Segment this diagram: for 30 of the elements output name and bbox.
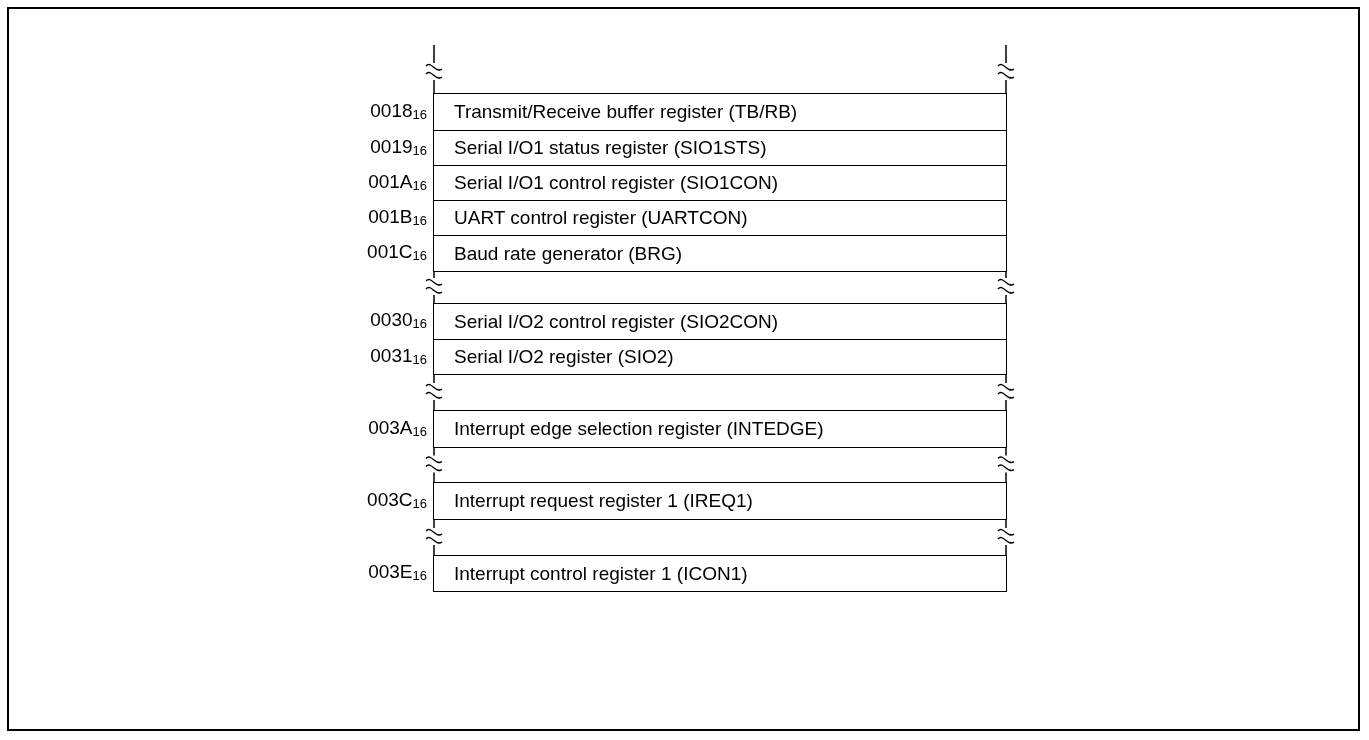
address-label: 003A$_{16}$: [368, 416, 427, 439]
register-row: [433, 555, 1007, 592]
register-name: Baud rate generator (BRG): [454, 242, 683, 265]
register-row: [433, 482, 1007, 520]
register-row: [433, 165, 1007, 201]
address-label: 0030$_{16}$: [370, 309, 427, 331]
register-row: [433, 130, 1007, 166]
register-name: Interrupt control register 1 (ICON1): [454, 562, 748, 585]
address-label: 003E$_{16}$: [368, 561, 427, 583]
register-name: Interrupt request register 1 (IREQ1): [454, 490, 753, 512]
register-name: Interrupt edge selection register (INTEDGE): [454, 418, 824, 440]
register-name: Serial I/O2 register (SIO2): [454, 346, 674, 368]
address-label: 001B$_{16}$: [368, 205, 427, 228]
register-name: Serial I/O1 control register (SIO1CON): [454, 172, 779, 194]
register-row: [433, 410, 1007, 448]
register-row: [433, 93, 1007, 131]
register-name: Serial I/O2 control register (SIO2CON): [454, 310, 779, 333]
address-label: 001C$_{16}$: [367, 241, 427, 263]
register-row: [433, 339, 1007, 375]
register-name: UART control register (UARTCON): [454, 207, 748, 229]
address-label: 001A$_{16}$: [368, 170, 427, 193]
register-name: Serial I/O1 status register (SIO1STS): [454, 137, 767, 159]
register-name: Transmit/Receive buffer register (TB/RB): [454, 101, 798, 123]
address-label: 0018$_{16}$: [370, 99, 427, 122]
register-row: [433, 303, 1007, 340]
register-row: [433, 235, 1007, 272]
register-row: [433, 200, 1007, 236]
address-label: 0019$_{16}$: [370, 135, 427, 158]
address-label: 0031$_{16}$: [370, 344, 427, 367]
address-label: 003C$_{16}$: [367, 488, 427, 511]
